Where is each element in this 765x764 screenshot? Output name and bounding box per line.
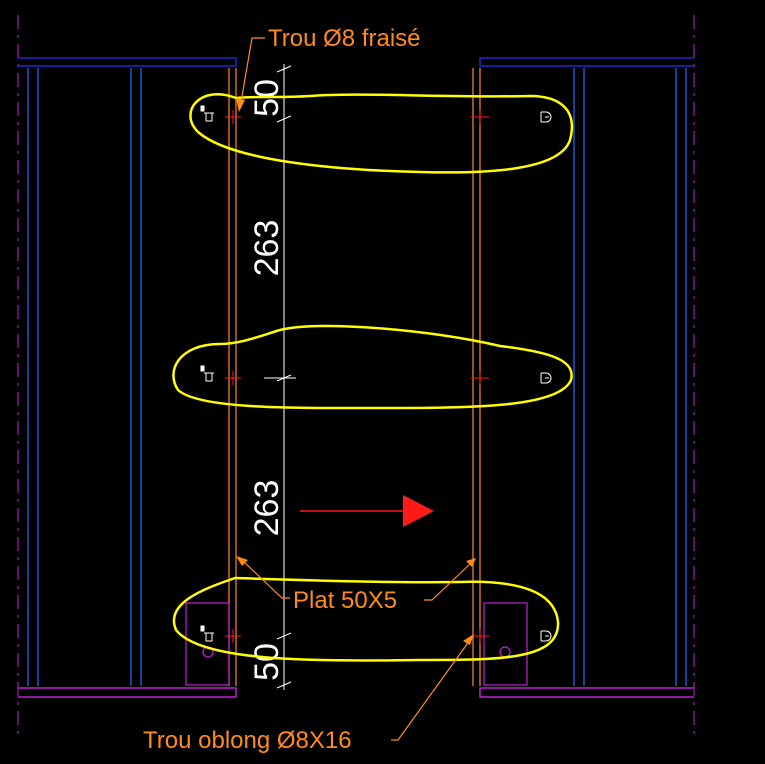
nut-icon	[540, 111, 552, 123]
hole-markers	[225, 110, 489, 643]
vertical-profiles	[27, 68, 687, 686]
hole-marker	[471, 371, 489, 385]
hole-marker	[471, 629, 489, 643]
fixing-row-top	[189, 92, 574, 174]
label-slotted-hole: Trou oblong Ø8X16	[143, 727, 352, 754]
dimension-spacing-upper: 263	[248, 220, 286, 277]
screw-icons	[200, 105, 214, 642]
highlight-loops	[172, 92, 574, 662]
countersunk-screw-icon	[200, 365, 214, 382]
leader-arrowheads	[236, 98, 476, 645]
hole-marker	[225, 110, 241, 124]
countersunk-screw-icon	[200, 625, 214, 642]
hole-marker	[225, 629, 241, 643]
nut-icons	[540, 111, 552, 642]
hole-marker	[471, 110, 489, 124]
dimension-bottom-offset: 50	[248, 643, 286, 681]
top-frame	[18, 57, 694, 67]
bottom-brackets	[185, 602, 528, 686]
label-countersunk-hole: Trou Ø8 fraisé	[268, 25, 421, 52]
countersunk-screw-icon	[200, 105, 214, 122]
dimension-lines	[264, 64, 296, 690]
dimension-spacing-lower: 263	[248, 480, 286, 537]
hole-marker	[225, 371, 241, 385]
label-flat-bar: Plat 50X5	[293, 587, 397, 614]
fixing-row-bottom	[172, 576, 560, 662]
fixing-row-middle	[172, 324, 573, 410]
leader-lines	[239, 37, 471, 741]
nut-icon	[540, 630, 552, 642]
bottom-frame	[18, 687, 694, 698]
outer-edge-lines	[17, 15, 695, 740]
nut-icon	[540, 372, 552, 384]
direction-arrow	[300, 495, 434, 527]
